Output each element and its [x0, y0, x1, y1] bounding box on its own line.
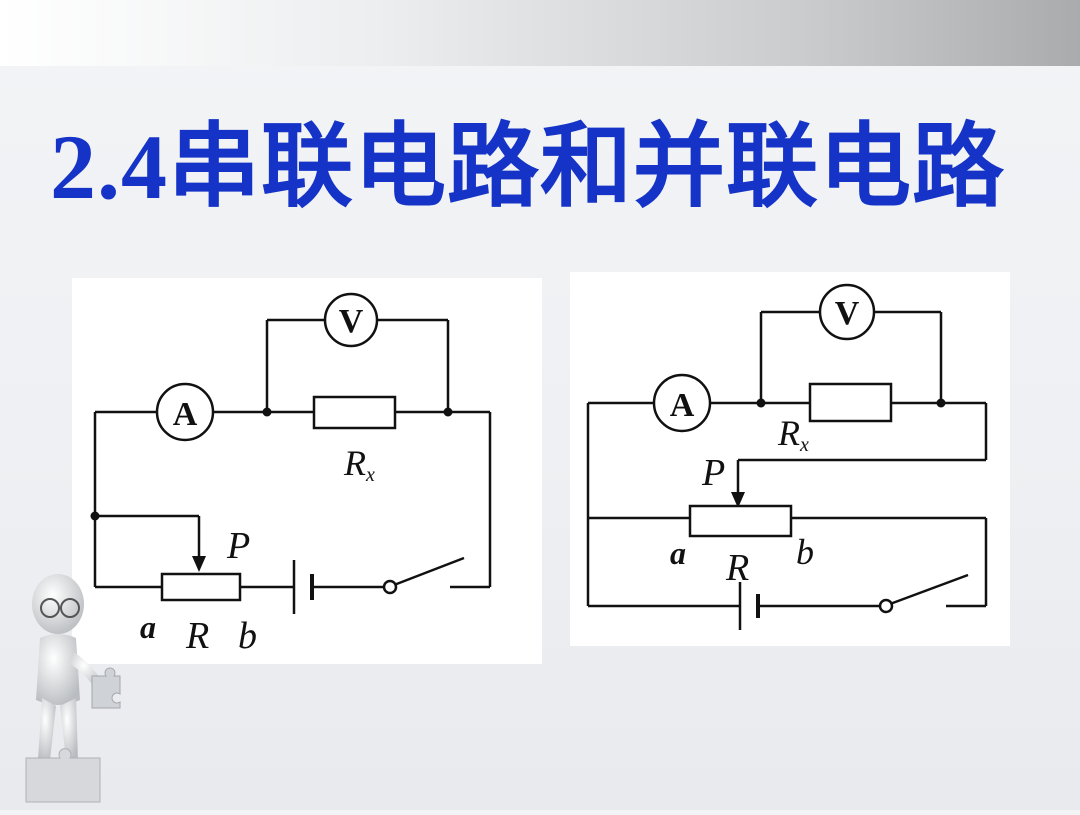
end-a-label-left: a — [140, 609, 156, 645]
end-a-label-right: a — [670, 535, 686, 571]
rheostat-label-right: R — [725, 547, 749, 589]
circuit-diagram-right: V A Rx P a R b — [570, 272, 1010, 646]
slider-arrow-left — [192, 556, 206, 572]
resistor-rx-left — [312, 395, 397, 430]
voltmeter-symbol-right — [818, 283, 876, 341]
ammeter-label-right: A — [670, 387, 695, 424]
switch-lever-r — [889, 573, 969, 606]
rheostat-right — [688, 504, 793, 538]
circuit-diagram-left: V A Rx P a R b — [72, 278, 542, 664]
mascot-figure — [0, 560, 130, 810]
end-b-label-right: b — [796, 532, 814, 572]
rheostat-left — [160, 572, 242, 602]
junction-dot-right-2 — [936, 398, 946, 408]
slider-arrow-right — [731, 492, 745, 508]
slider-label-right: P — [701, 452, 725, 494]
circuit-left-svg: V A Rx P a R b — [90, 292, 492, 657]
slide-title: 2.4串联电路和并联电路 — [50, 116, 1006, 218]
circuit-right-svg: V A Rx P a R b — [586, 283, 988, 630]
end-b-label-left: b — [238, 615, 257, 657]
junction-dot-right-1 — [756, 398, 766, 408]
junction-dot-left-2 — [443, 407, 453, 417]
resistor-rx-label-right: Rx — [777, 413, 809, 456]
switch-contact-right — [878, 598, 894, 614]
rheostat-label-left: R — [185, 615, 209, 657]
slider-label-left: P — [226, 525, 250, 567]
junction-dot-left-3 — [90, 511, 100, 521]
voltmeter-label-left: V — [339, 303, 364, 340]
ammeter-symbol-left — [155, 382, 215, 442]
resistor-rx-label-left: Rx — [343, 443, 375, 486]
junction-dot-left-1 — [262, 407, 272, 417]
switch-lever — [393, 556, 465, 587]
voltmeter-symbol-left — [323, 292, 379, 348]
resistor-rx-right — [808, 382, 893, 423]
voltmeter-label-right: V — [835, 295, 860, 332]
ammeter-label-left: A — [173, 396, 198, 433]
switch-contact-left — [382, 579, 398, 595]
slide-header-bar — [0, 0, 1080, 66]
3d-person-with-puzzle-piece-icon — [25, 574, 121, 803]
ammeter-symbol-right — [652, 373, 712, 433]
